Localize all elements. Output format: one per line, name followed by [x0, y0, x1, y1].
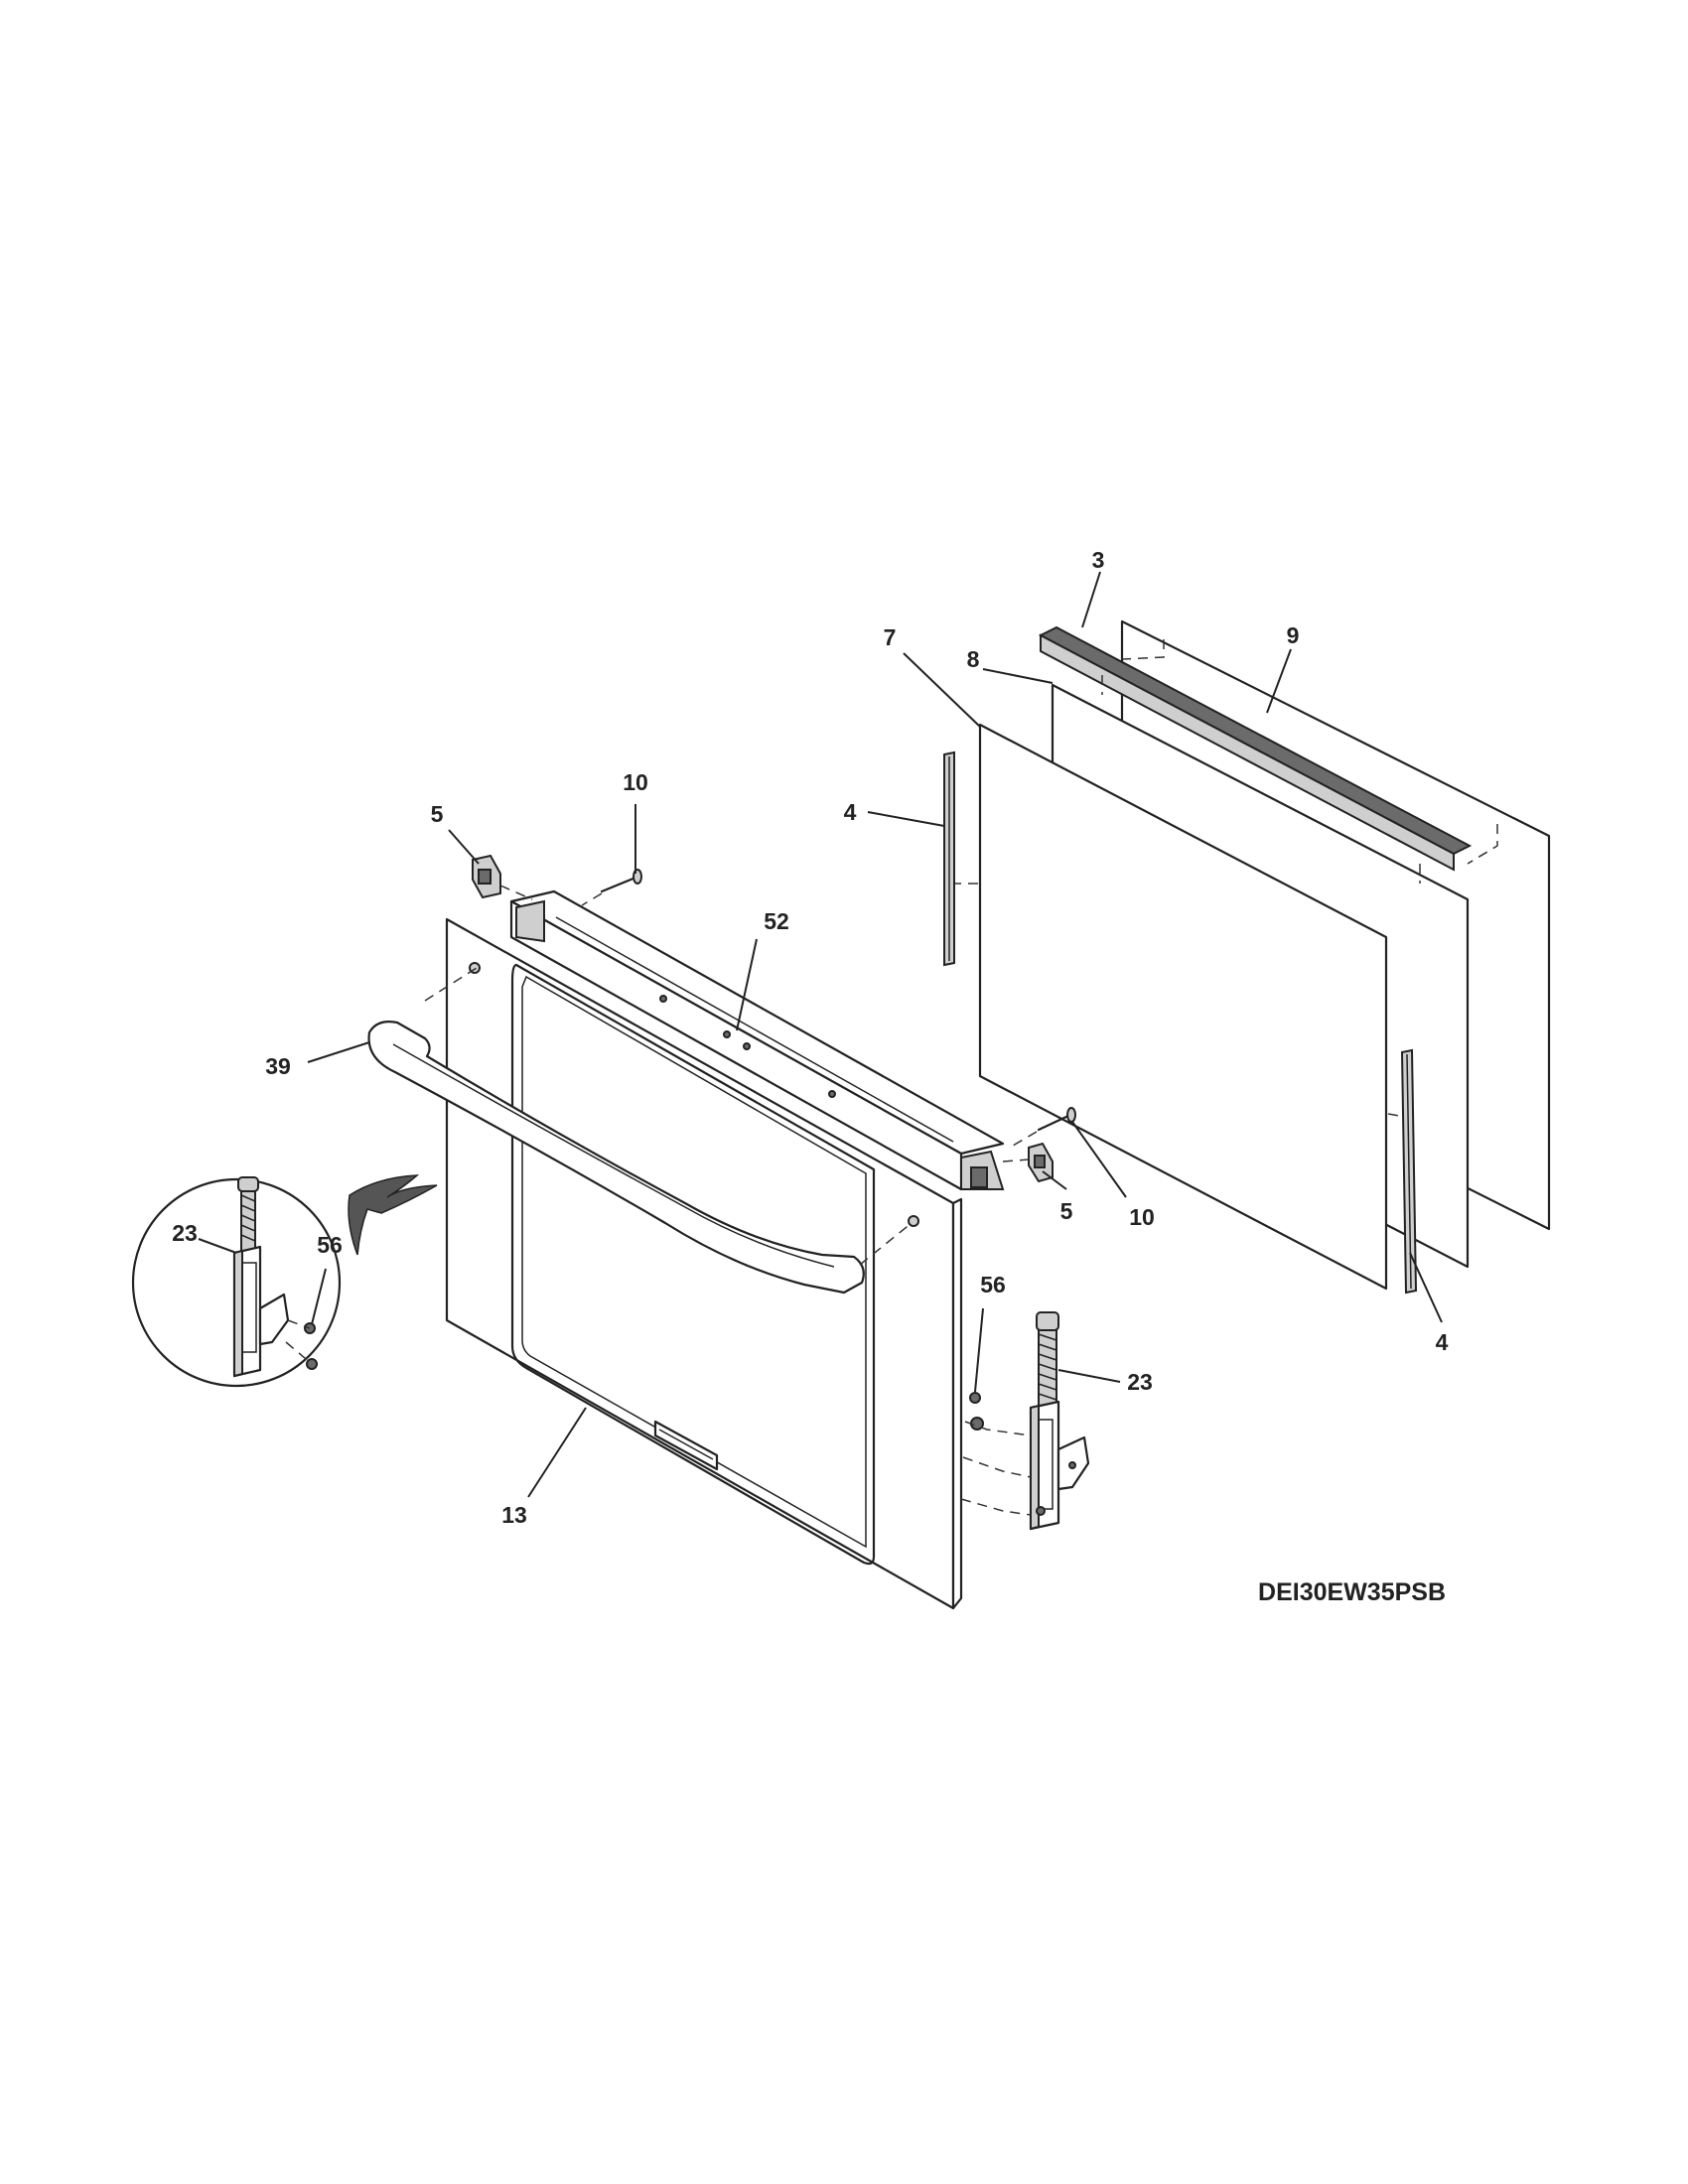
- screw-bottom: [1037, 1107, 1076, 1132]
- callout-52: 52: [764, 908, 789, 934]
- channel-bracket-right: [1028, 1142, 1054, 1183]
- handle-guide-right: [859, 1222, 913, 1266]
- callout-56-inset: 56: [317, 1232, 343, 1258]
- callout-39: 39: [265, 1053, 291, 1079]
- hinge-detail-inset: [131, 1176, 342, 1388]
- callout-5-right: 5: [1060, 1198, 1073, 1224]
- callout-23-right: 23: [1127, 1369, 1153, 1395]
- model-code: DEI30EW35PSB: [1258, 1578, 1446, 1606]
- door-hinge: [1029, 1311, 1090, 1531]
- callout-4-left: 4: [844, 799, 857, 825]
- hinge-alignment-guides: [960, 1421, 1032, 1516]
- top-seal-strip: [1038, 625, 1473, 872]
- callout-7: 7: [884, 624, 897, 650]
- glass-trim-strip-left: [943, 751, 955, 967]
- inner-glass-panel: [978, 723, 1388, 1291]
- detail-arrow: [348, 1174, 438, 1256]
- callout-23-inset: 23: [172, 1220, 198, 1246]
- door-window: [510, 963, 876, 1566]
- callout-9: 9: [1287, 622, 1300, 648]
- brand-badge: [653, 1420, 719, 1471]
- door-screw-hole-right: [908, 1215, 919, 1227]
- callout-13: 13: [501, 1502, 527, 1528]
- channel-bracket-left: [472, 854, 501, 899]
- glass-trim-strip-right: [1400, 1048, 1418, 1295]
- callout-56-right: 56: [980, 1272, 1006, 1297]
- callout-10-bottom: 10: [1129, 1204, 1155, 1230]
- top-door-channel: [509, 889, 1005, 1191]
- callout-4-right: 4: [1436, 1329, 1449, 1355]
- callout-10-top: 10: [623, 769, 648, 795]
- handle-guide-left: [424, 967, 478, 1002]
- leader-lines: [198, 571, 1443, 1498]
- callout-5-left: 5: [431, 801, 444, 827]
- callout-3: 3: [1092, 547, 1105, 573]
- callout-8: 8: [967, 646, 980, 672]
- outer-door-side-edge: [951, 1197, 963, 1610]
- door-handle: [367, 1021, 865, 1295]
- hinge-screw-upper: [969, 1392, 981, 1404]
